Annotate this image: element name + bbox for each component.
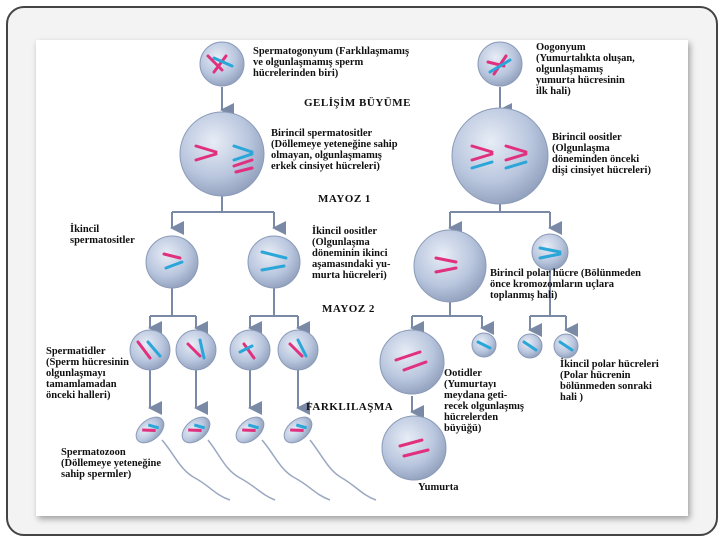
chromosomes bbox=[136, 54, 574, 458]
primary-oocyte-cell bbox=[451, 107, 549, 205]
stage-meiosis-1: MAYOZ 1 bbox=[318, 193, 371, 205]
label-secondary-spermatocyte: İkincil spermatositler bbox=[70, 224, 135, 246]
spermatid-cell bbox=[129, 329, 171, 371]
secondary-spermatocyte-cell bbox=[247, 235, 301, 289]
first-polar-body-cell bbox=[531, 233, 569, 271]
label-secondary-oocyte: İkincil oositler (Olgunlaşma döneminin i… bbox=[312, 226, 391, 281]
connector-lines bbox=[148, 87, 578, 419]
spermatozoa bbox=[135, 416, 377, 501]
sperm bbox=[135, 416, 165, 444]
label-spermatozoon: Spermatozoon (Döllemeye yeteneğine sahip… bbox=[61, 447, 162, 480]
label-ootids: Ootidler (Yumurtayı meydana geti- recek … bbox=[444, 368, 525, 434]
ootid-cell bbox=[379, 329, 445, 395]
sperm-tails bbox=[161, 439, 377, 501]
secondary-oocyte-cell bbox=[413, 229, 487, 303]
label-spermatogonium: Spermatogonyum (Farklılaşmamış ve olgunl… bbox=[253, 46, 410, 79]
label-egg: Yumurta bbox=[418, 482, 459, 493]
sperm bbox=[235, 416, 265, 444]
sperm bbox=[283, 416, 313, 444]
sperm bbox=[181, 416, 211, 444]
secondary-spermatocyte-cell bbox=[145, 235, 199, 289]
label-primary-oocyte: Birincil oositler (Olgunlaşma döneminden… bbox=[552, 132, 651, 176]
stage-differentiation: FARKLILAŞMA bbox=[306, 401, 394, 413]
stage-growth: GELİŞİM BÜYÜME bbox=[304, 97, 411, 109]
label-first-polar-body: Birincil polar hücre (Bölünmeden önce kr… bbox=[490, 268, 641, 301]
label-primary-spermatocyte: Birincil spermatositler (Döllemeye yeten… bbox=[271, 128, 398, 172]
stage-meiosis-2: MAYOZ 2 bbox=[322, 303, 375, 315]
spermatogonium-cell bbox=[199, 41, 245, 87]
label-second-polar-bodies: İkincil polar hücreleri (Polar hücrenin … bbox=[560, 359, 659, 403]
primary-spermatocyte-cell bbox=[179, 111, 265, 197]
egg-cell bbox=[381, 415, 447, 481]
label-oogonium: Oogonyum (Yumurtalıkta oluşan, olgunlaşm… bbox=[536, 42, 635, 97]
label-spermatids: Spermatidler (Sperm hücresinin olgunlaşm… bbox=[46, 346, 129, 401]
